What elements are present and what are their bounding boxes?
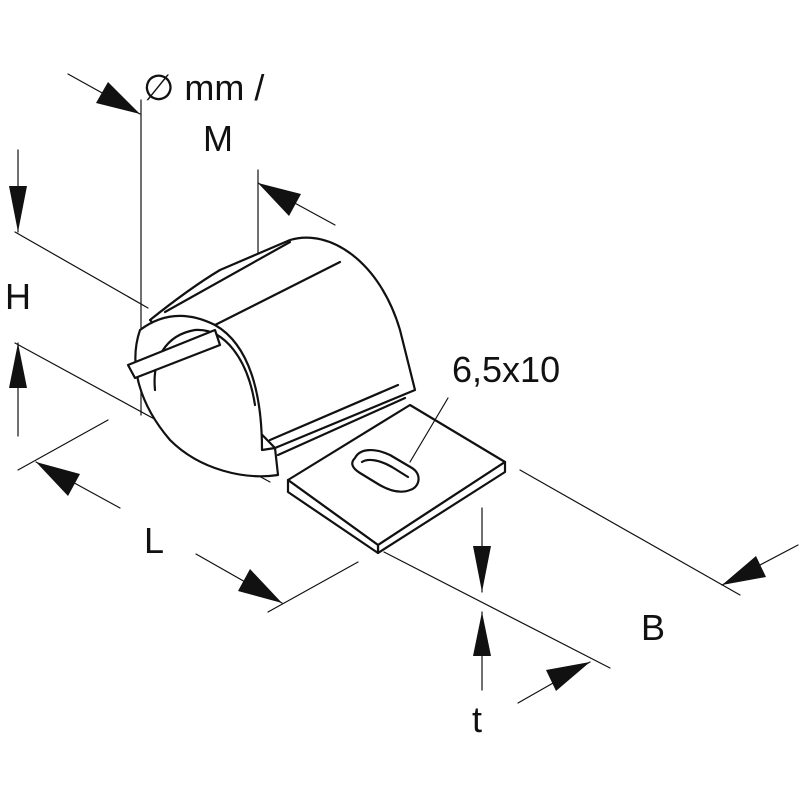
height-label: H [5, 276, 31, 317]
height-dimension [9, 149, 27, 437]
thickness-label: t [472, 699, 483, 740]
length-dimension [17, 419, 359, 613]
top-extension-line [14, 231, 149, 309]
diameter-label: ∅ mm / [143, 67, 265, 108]
thickness-dimension [473, 507, 491, 691]
length-label: L [144, 520, 165, 561]
diameter-dimension [67, 73, 336, 471]
hole-size-label: 6,5x10 [452, 349, 561, 390]
width-dimension [383, 469, 799, 704]
thread-label: M [203, 118, 233, 159]
width-label: B [641, 607, 666, 648]
pipe-clamp [126, 236, 507, 555]
